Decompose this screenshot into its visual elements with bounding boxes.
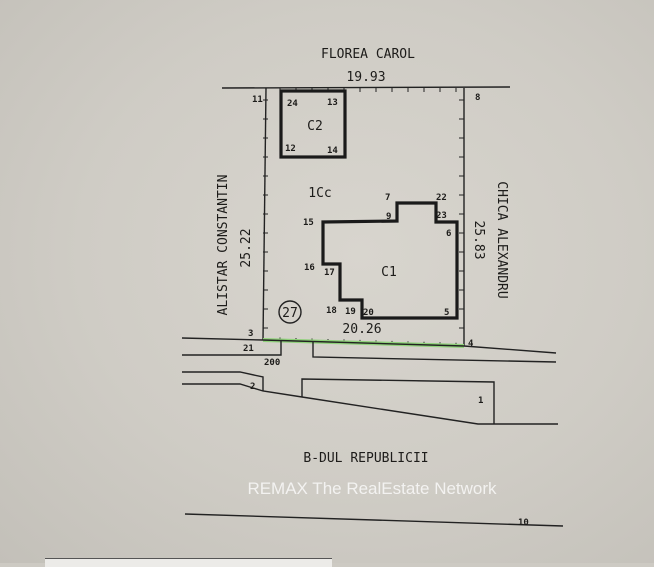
north-boundary-line — [221, 86, 511, 89]
point-15: 15 — [303, 218, 314, 228]
point-16: 16 — [304, 263, 315, 273]
road-line — [184, 513, 564, 527]
road-line — [181, 337, 264, 341]
building-c1-label: C1 — [381, 265, 397, 280]
point-18: 18 — [326, 306, 337, 316]
parcel-number-circle — [278, 300, 302, 324]
point-23: 23 — [436, 211, 447, 221]
point-3: 3 — [248, 329, 253, 339]
point-12: 12 — [285, 144, 296, 154]
point-1: 1 — [478, 396, 483, 406]
point-7: 7 — [385, 193, 390, 203]
dimension-south: 20.26 — [342, 322, 381, 337]
point-20: 20 — [363, 308, 374, 318]
point-8: 8 — [475, 93, 480, 103]
point-14: 14 — [327, 146, 338, 156]
building-c2 — [279, 89, 347, 159]
road-line — [182, 371, 264, 391]
point-24: 24 — [287, 99, 298, 109]
street-north: FLOREA CAROL — [321, 47, 415, 62]
point-22: 22 — [436, 193, 447, 203]
point-2: 2 — [250, 382, 255, 392]
point-21: 21 — [243, 344, 254, 354]
point-19: 19 — [345, 307, 356, 317]
dimension-north: 19.93 — [346, 70, 385, 85]
parcel-label: 1Cc — [308, 186, 331, 201]
point-17: 17 — [324, 268, 335, 278]
street-south: B-DUL REPUBLICII — [303, 451, 428, 466]
dimension-west: 25.22 — [239, 228, 254, 267]
south-boundary-line — [262, 339, 465, 347]
road-line — [312, 341, 557, 363]
building-c2-label: C2 — [307, 119, 323, 134]
point-200: 200 — [264, 358, 280, 368]
point-10: 10 — [518, 518, 529, 528]
point-11: 11 — [252, 95, 263, 105]
point-4: 4 — [468, 339, 474, 349]
point-9: 9 — [386, 212, 391, 222]
street-east: CHICA ALEXANDRU — [494, 181, 509, 298]
dimension-east: 25.83 — [471, 220, 486, 259]
parcel-number: 27 — [282, 306, 298, 321]
road-line — [182, 340, 282, 356]
building-c1 — [321, 201, 459, 320]
road-line — [182, 383, 558, 425]
point-5: 5 — [444, 308, 449, 318]
street-west: ALISTAR CONSTANTIN — [216, 175, 231, 316]
road-line — [301, 378, 495, 424]
watermark: REMAX The RealEstate Network — [247, 479, 497, 498]
point-6: 6 — [446, 229, 451, 239]
road-line — [463, 345, 557, 354]
point-13: 13 — [327, 98, 338, 108]
